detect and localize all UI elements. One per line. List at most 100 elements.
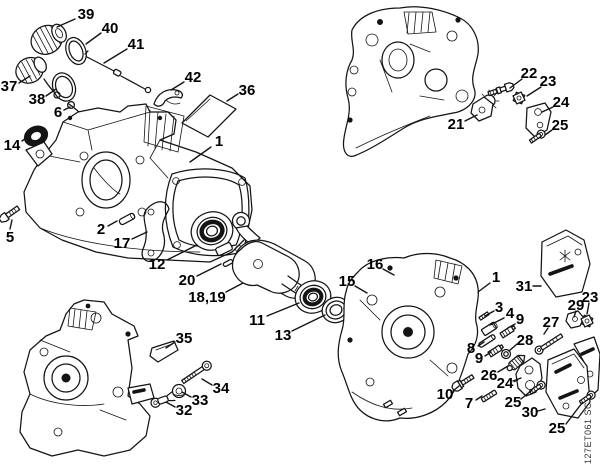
lower-right-assembly — [337, 229, 600, 422]
callout-label-14: 14 — [4, 137, 21, 154]
callout-label-37: 37 — [1, 78, 18, 95]
callout-2: 2 — [97, 220, 118, 238]
callout-label-9: 9 — [516, 311, 524, 328]
callout-label-22: 22 — [521, 65, 538, 82]
callout-label-10: 10 — [437, 386, 454, 403]
callout-label-25: 25 — [552, 117, 569, 134]
part-25-screw-top — [528, 129, 546, 144]
part-28-o-ring — [500, 348, 512, 360]
callout-label-36: 36 — [239, 82, 256, 99]
part-25-screw-bottom — [578, 390, 596, 405]
part-31-deflector-plate — [540, 229, 591, 298]
callout-15: 15 — [339, 273, 368, 294]
callout-label-25: 25 — [505, 394, 522, 411]
callout-label-26: 26 — [481, 367, 498, 384]
callout-25: 25 — [505, 389, 533, 411]
callout-21: 21 — [448, 114, 478, 133]
part-12-ball-bearing — [190, 211, 234, 251]
callout-label-35: 35 — [176, 330, 193, 347]
part-5-screw — [0, 205, 21, 223]
callout-40: 40 — [85, 20, 119, 45]
callout-11: 11 — [249, 302, 300, 329]
part-36-plate — [181, 94, 237, 138]
callout-label-34: 34 — [213, 380, 230, 397]
callout-label-13: 13 — [275, 327, 292, 344]
callout-label-9: 9 — [475, 350, 483, 367]
callout-label-32: 32 — [176, 402, 193, 419]
part-9-screw-upper — [499, 325, 516, 339]
callout-16: 16 — [367, 256, 395, 276]
part-23-nut-bottom — [580, 314, 594, 328]
callout-22: 22 — [509, 65, 538, 89]
callout-label-17: 17 — [114, 235, 131, 252]
part-22-screw — [487, 82, 515, 97]
callout-23: 23 — [582, 289, 599, 315]
callout-label-23: 23 — [540, 73, 557, 90]
callout-label-30: 30 — [522, 404, 539, 421]
crankcase-half-bottom-right — [337, 252, 480, 422]
callout-3: 3 — [484, 299, 503, 317]
callout-label-3: 3 — [495, 299, 503, 316]
callout-label-16: 16 — [367, 256, 384, 273]
part-40-sealing-ring — [65, 36, 87, 66]
callout-label-20: 20 — [179, 272, 196, 289]
callout-42: 42 — [170, 69, 201, 91]
part-7-stud — [480, 389, 498, 403]
callout-label-4: 4 — [506, 305, 515, 322]
callout-34: 34 — [201, 378, 230, 397]
callout-label-27: 27 — [543, 314, 560, 331]
part-11-ball-bearing — [294, 280, 332, 314]
callout-13: 13 — [275, 314, 326, 344]
callout-10: 10 — [437, 385, 460, 403]
callout-label-24: 24 — [497, 375, 514, 392]
upper-left-assembly — [0, 23, 351, 324]
callout-label-7: 7 — [465, 395, 473, 412]
callout-18,19: 18,19 — [188, 282, 244, 306]
part-18-19-crankshaft — [215, 211, 317, 307]
callout-label-31: 31 — [516, 278, 533, 295]
callout-label-15: 15 — [339, 273, 356, 290]
part-33-nut — [171, 383, 187, 399]
crankcase-half-top-right — [342, 6, 479, 157]
upper-right-assembly — [342, 6, 552, 157]
callout-28: 28 — [508, 332, 533, 352]
callout-label-21: 21 — [448, 116, 465, 133]
callout-9: 9 — [475, 350, 492, 367]
part-10-hex-bolt — [451, 374, 475, 392]
diagram-code: 127ET061 SC — [583, 402, 593, 464]
callout-24: 24 — [541, 94, 570, 113]
part-41-rod — [84, 50, 152, 94]
callout-6: 6 — [54, 104, 71, 121]
callout-14: 14 — [4, 135, 30, 154]
callout-37: 37 — [1, 75, 31, 95]
callout-4: 4 — [489, 305, 515, 326]
callout-label-33: 33 — [192, 392, 209, 409]
part-2-pin — [118, 212, 136, 226]
part-27-screw — [534, 333, 564, 355]
callout-20: 20 — [179, 263, 222, 289]
part-8-pin — [478, 334, 496, 348]
callout-25: 25 — [549, 402, 583, 437]
callout-label-23: 23 — [582, 289, 599, 306]
callout-12: 12 — [149, 244, 198, 273]
callout-27: 27 — [543, 314, 560, 335]
crankcase-half-bottom-left — [19, 299, 155, 457]
callout-23: 23 — [526, 73, 557, 97]
callout-1: 1 — [189, 133, 223, 163]
callout-label-5: 5 — [6, 229, 14, 246]
callout-label-2: 2 — [97, 221, 105, 238]
lower-left-assembly — [19, 299, 212, 457]
callout-label-40: 40 — [102, 20, 119, 37]
callout-32: 32 — [165, 401, 193, 419]
part-4-sleeve — [480, 321, 498, 336]
part-42-clip — [153, 88, 183, 107]
part-39-tank-cap — [30, 23, 67, 55]
callout-24: 24 — [497, 375, 522, 392]
callout-label-8: 8 — [467, 340, 475, 357]
callout-label-6: 6 — [54, 104, 62, 121]
callout-5: 5 — [6, 219, 14, 246]
callout-38: 38 — [29, 88, 57, 108]
part-23-nut-top — [512, 91, 526, 105]
